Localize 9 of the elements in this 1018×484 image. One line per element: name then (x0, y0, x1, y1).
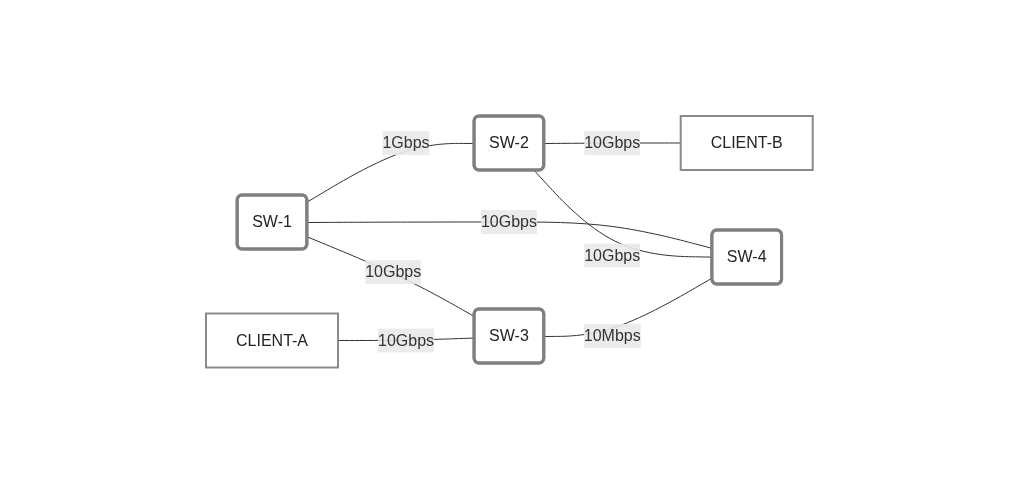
edge-label: 10Gbps (364, 263, 421, 281)
edge-label: 1Gbps (382, 134, 430, 152)
edge-label: 10Gbps (377, 331, 434, 349)
edge-label: 10Gbps (480, 213, 537, 231)
edge-label: 10Mbps (583, 327, 641, 345)
node-box: CLIENT-A (204, 312, 339, 369)
edge-label: 10Gbps (583, 246, 640, 264)
edge-label: 10Gbps (583, 134, 640, 152)
node-box: CLIENT-B (679, 115, 814, 172)
